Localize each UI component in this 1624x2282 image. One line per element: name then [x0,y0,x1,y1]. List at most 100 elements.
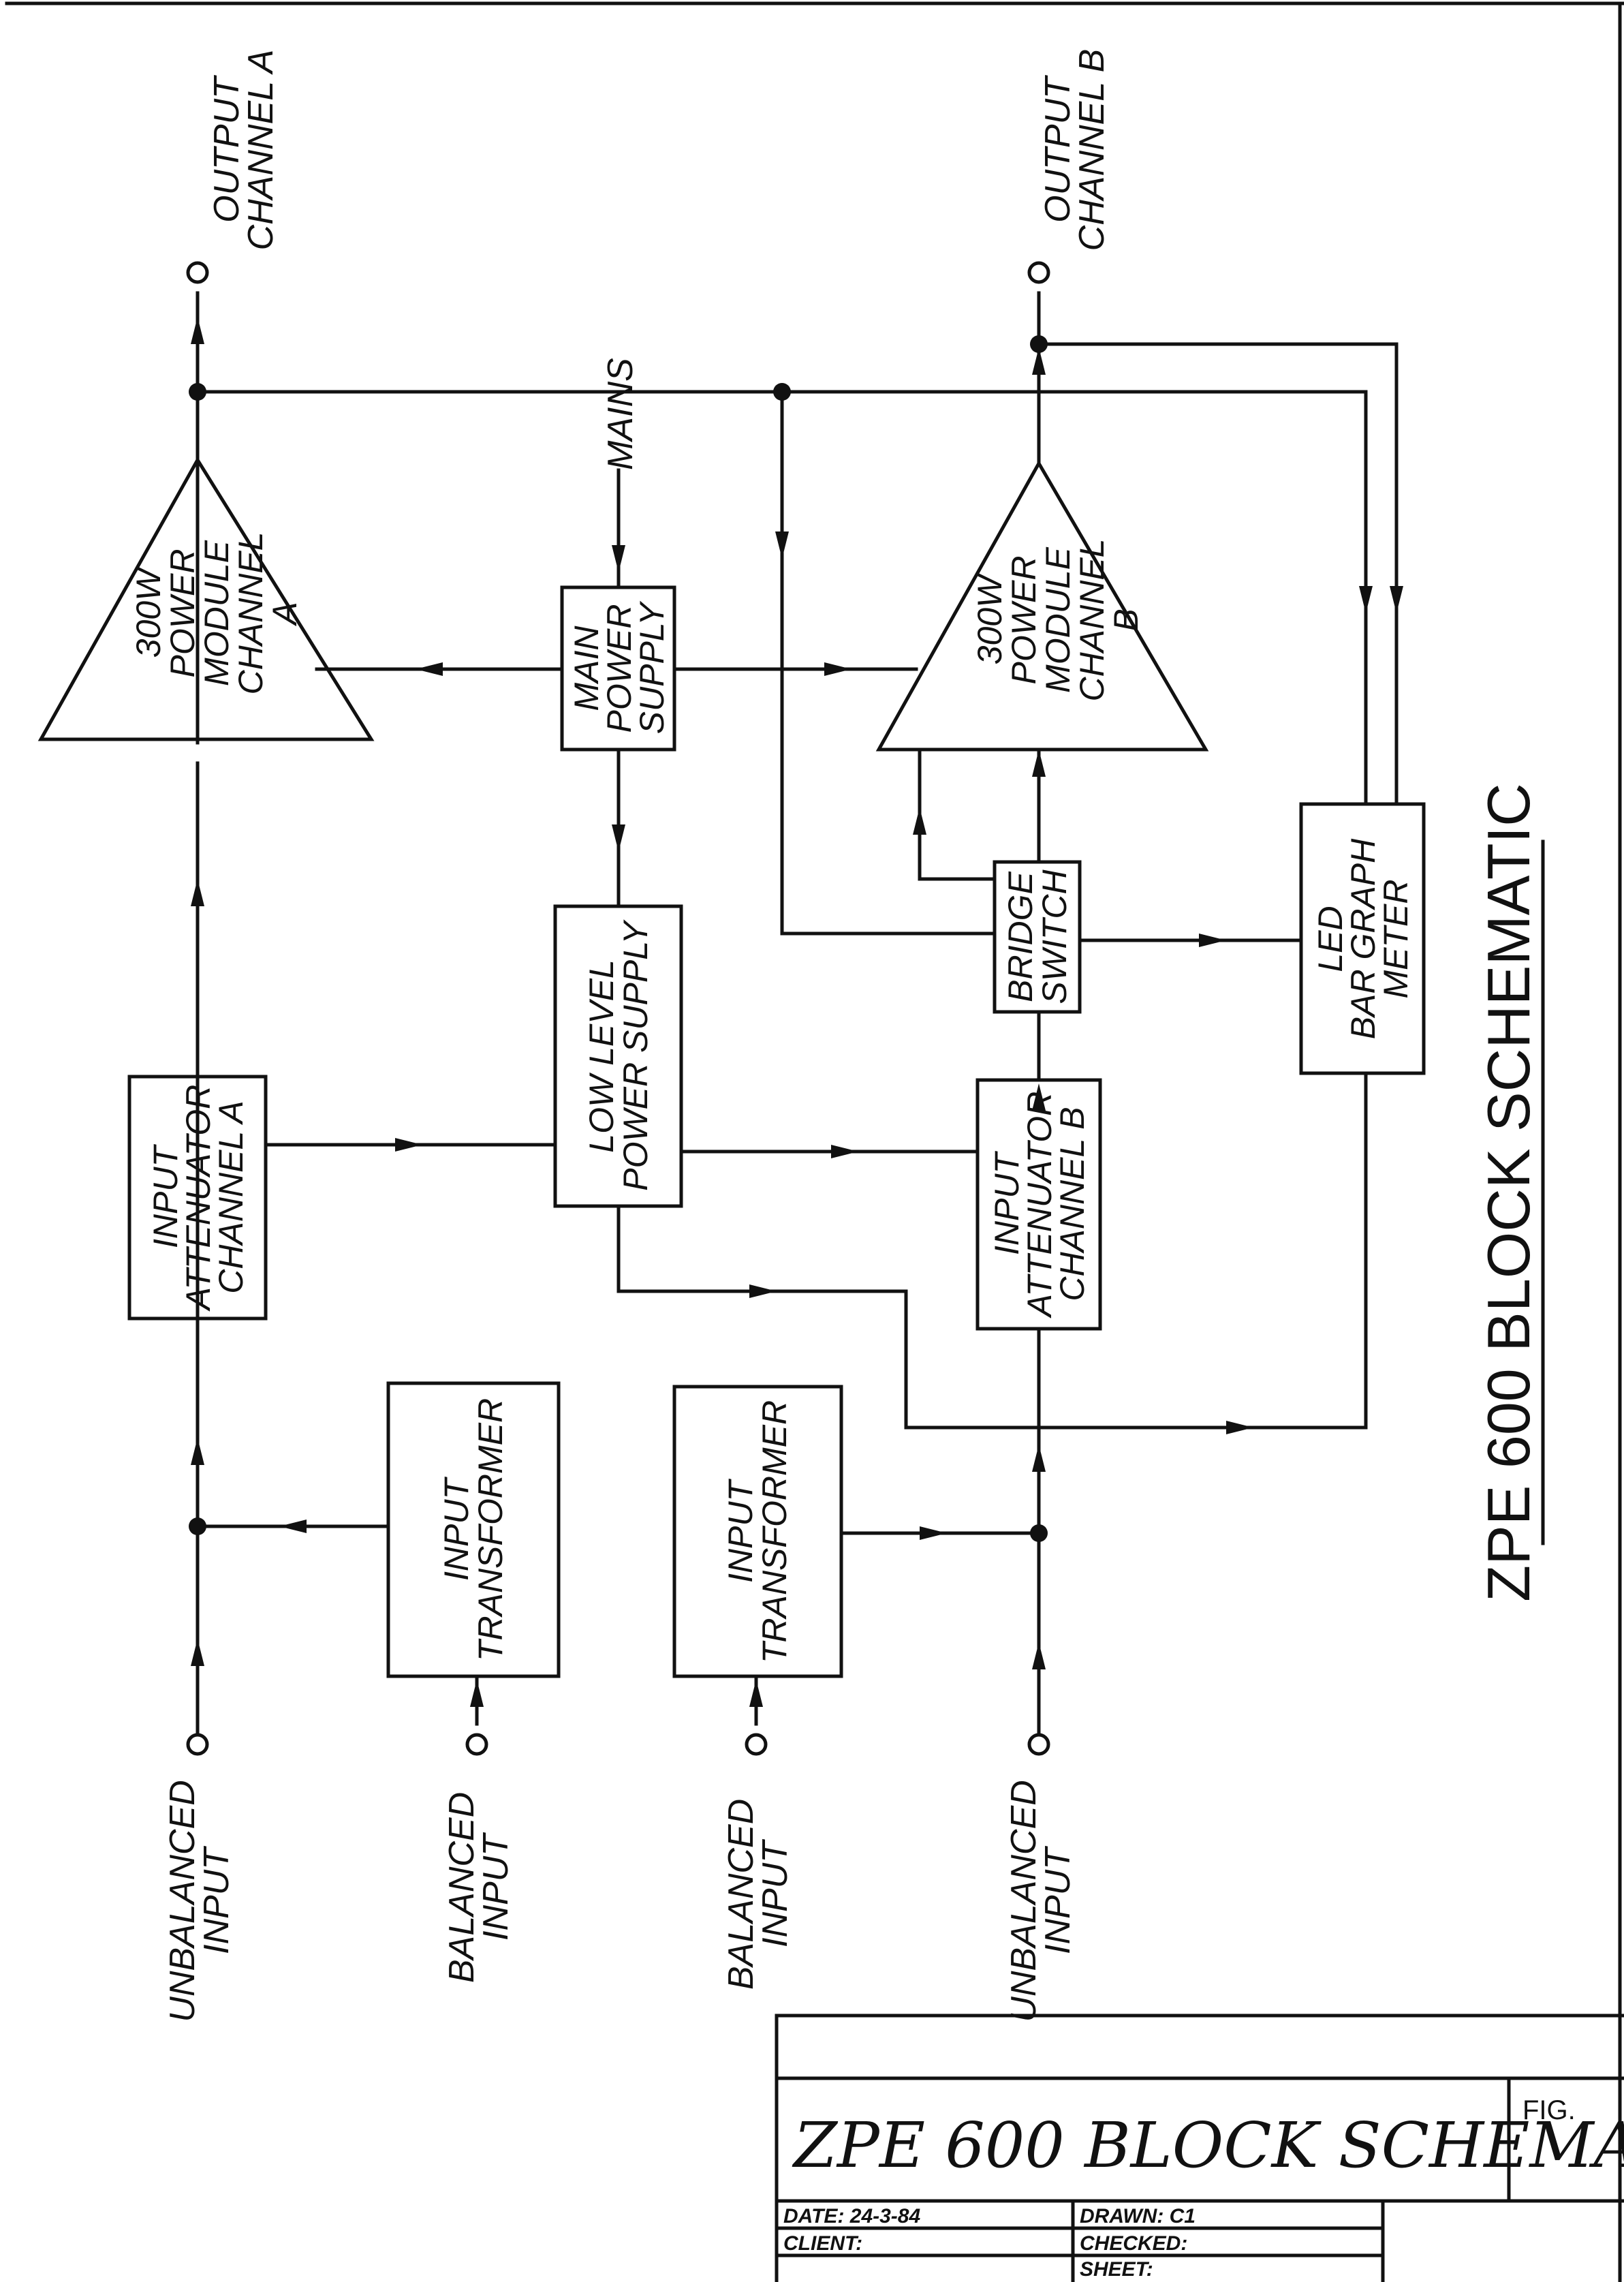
arrow-up-unbal-a-in [191,1639,204,1666]
bal-b-line-2: INPUT [755,1839,795,1947]
wiring [196,291,1399,1746]
junction-dots [189,335,1048,1542]
amp-a-triangle [37,457,375,741]
main-psu-block [560,585,676,752]
input-transformer-b-block [672,1385,843,1678]
output-b-line-2: CHANNEL B [1072,49,1112,251]
arrow-up-unbal-a [191,1438,204,1465]
unbal-b-line-2: INPUT [1038,1846,1078,1954]
bridge-switch-block [993,860,1082,1014]
atten-b-line-1: INPUT [988,1151,1026,1255]
amp-b-line-1: 300W [971,572,1009,664]
arrow-right-bridge-to-meter [1199,934,1226,947]
unbal-b-line-1: UNBALANCED [1004,1780,1044,2022]
amp-a-line-4: CHANNEL [232,532,270,695]
arrow-down-output-a-sense [775,531,789,559]
amp-b-triangle [875,459,1209,752]
balanced-b-terminal [745,1733,768,1756]
input-attenuator-a-label: INPUT ATTENUATOR CHANNEL A [146,1085,250,1312]
main-psu-line-3: SUPPLY [633,600,671,734]
output-a-terminal [186,261,209,284]
arrow-down-meter-b [1390,586,1403,613]
atten-a-line-1: INPUT [146,1144,185,1248]
arrow-up-unbal-b-in [1032,1642,1046,1669]
bal-a-line-2: INPUT [476,1832,516,1941]
xfmr-a-line-2: TRANSFORMER [471,1398,510,1661]
arrow-right-psu-to-amp-b [824,662,852,676]
main-psu-label: MAIN POWER SUPPLY [567,600,671,734]
xfmr-b-line-1: INPUT [721,1479,760,1583]
input-transformer-a-label: INPUT TRANSFORMER [437,1398,510,1661]
arrow-up-output-b [1032,348,1046,375]
led-meter-label: LED BAR GRAPH METER [1311,838,1415,1039]
arrow-right-meter-feed [1226,1421,1253,1434]
title-block-checked: CHECKED: [1080,2232,1187,2255]
output-b-label: OUTPUT CHANNEL B [1038,49,1112,251]
unbalanced-a-terminal [186,1733,209,1756]
output-a-line-2: CHANNEL A [241,50,281,251]
input-attenuator-b-label: INPUT ATTENUATOR CHANNEL B [988,1092,1091,1319]
led-line-2: BAR GRAPH [1344,838,1382,1039]
diagram-title-text: ZPE 600 BLOCK SCHEMATIC [1475,783,1542,1601]
output-b-line-1: OUTPUT [1038,75,1078,223]
unbal-a-line-1: UNBALANCED [163,1780,202,2022]
title-block-fig: FIG. [1522,2095,1576,2125]
amp-b-line-2: POWER [1005,556,1043,685]
amp-a-line-1: 300W [129,566,168,658]
mains-text: MAINS [601,358,640,470]
input-transformer-a-block [386,1381,561,1678]
title-block-title: ZPE 600 BLOCK SCHEMATIC. [792,2109,1624,2182]
bridge-switch-label: BRIDGE SWITCH [1001,869,1074,1004]
arrow-down-main-to-low-psu [612,824,625,852]
title-block-sheet: SHEET: [1080,2258,1153,2281]
input-attenuator-b-block [975,1078,1102,1331]
low-psu-line-2: POWER SUPPLY [616,919,655,1191]
arrow-down-mains [612,545,625,572]
led-line-1: LED [1311,906,1349,972]
balanced-input-a-label: BALANCED INPUT [442,1792,516,1983]
title-block: ZPE 600 BLOCK SCHEMATIC. FIG. DATE: 24-3… [775,2014,1624,2282]
arrow-down-meter-a [1359,586,1373,613]
unbalanced-input-a-label: UNBALANCED INPUT [163,1780,236,2022]
low-level-psu-block [553,904,683,1208]
title-block-date: DATE: 24-3-84 [783,2205,920,2227]
input-transformer-b-label: INPUT TRANSFORMER [721,1400,794,1663]
output-a-label: OUTPUT CHANNEL A [207,50,281,251]
amp-a-line-2: POWER [163,549,202,678]
bridge-line-2: SWITCH [1035,869,1074,1004]
arrow-left-psu-to-amp-a [416,662,443,676]
main-psu-line-2: POWER [600,604,638,733]
bridge-line-1: BRIDGE [1001,872,1040,1002]
unbalanced-input-b-label: UNBALANCED INPUT [1004,1780,1078,2022]
arrow-right-low-psu-feed [749,1284,777,1298]
mains-label: MAINS [601,358,640,470]
bal-a-line-1: BALANCED [442,1792,482,1983]
arrow-up-atten-b-to-bridge [1032,1083,1046,1111]
title-block-client: CLIENT: [783,2232,862,2255]
amp-a-line-3: MODULE [198,540,236,686]
main-psu-line-1: MAIN [567,626,606,711]
title-block-drawn: DRAWN: C1 [1080,2205,1196,2227]
atten-b-line-3: CHANNEL B [1053,1107,1091,1301]
input-attenuator-a-block [127,1075,268,1321]
led-meter-block [1299,802,1426,1075]
arrow-up-bridge-to-amp-b [913,807,926,835]
amp-b-label: 300W POWER MODULE CHANNEL B [971,539,1145,702]
amp-a-line-5: A [266,602,304,626]
diagram-title: ZPE 600 BLOCK SCHEMATIC [1475,783,1545,1602]
arrow-up-amp-b-input [1032,750,1046,777]
arrow-up-bal-b [749,1680,763,1707]
amp-a-label: 300W POWER MODULE CHANNEL A [129,532,304,695]
terminals [186,261,1050,1756]
arrow-right-low-psu-to-atten-b [831,1145,858,1158]
arrow-up-unbal-b [1032,1445,1046,1472]
led-line-3: METER [1377,880,1415,999]
signal-arrows [191,317,1403,1707]
output-b-terminal [1027,261,1050,284]
amp-b-line-5: B [1107,608,1145,631]
arrow-right-xfmr-b [920,1526,947,1540]
low-level-psu-label: LOW LEVEL POWER SUPPLY [582,919,655,1191]
arrow-up-output-a [191,317,204,344]
unbalanced-b-terminal [1027,1733,1050,1756]
balanced-a-terminal [465,1733,488,1756]
